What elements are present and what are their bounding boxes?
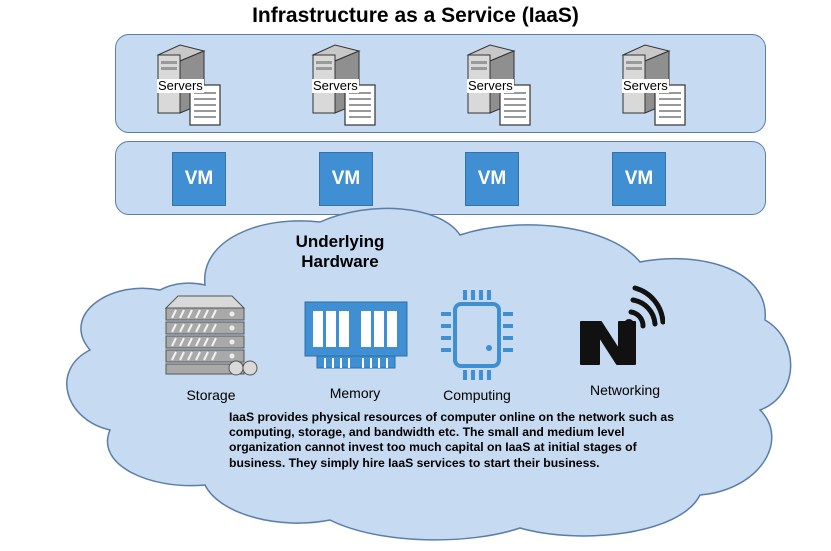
vm-box: VM	[465, 152, 519, 206]
storage-rack-icon	[164, 295, 258, 376]
server-label: Servers	[622, 78, 669, 93]
computing-label: Computing	[443, 387, 511, 403]
server-label: Servers	[467, 78, 514, 93]
network-signal-icon	[580, 285, 665, 365]
server-3: Servers	[460, 41, 540, 131]
storage-label: Storage	[186, 387, 236, 403]
vm-box: VM	[172, 152, 226, 206]
vm-box: VM	[612, 152, 666, 206]
server-label: Servers	[157, 78, 204, 93]
diagram-title: Infrastructure as a Service (IaaS)	[252, 4, 579, 27]
cpu-chip-icon	[441, 290, 513, 380]
server-label: Servers	[312, 78, 359, 93]
vm-box: VM	[319, 152, 373, 206]
server-1: Servers	[150, 41, 230, 131]
server-4: Servers	[615, 41, 695, 131]
hardware-title: Underlying Hardware	[295, 232, 385, 271]
memory-module-icon	[304, 301, 408, 369]
server-2: Servers	[305, 41, 385, 131]
server-icon	[311, 44, 376, 126]
iaas-description: IaaS provides physical resources of comp…	[229, 410, 674, 470]
networking-label: Networking	[589, 382, 661, 398]
memory-label: Memory	[329, 385, 381, 401]
